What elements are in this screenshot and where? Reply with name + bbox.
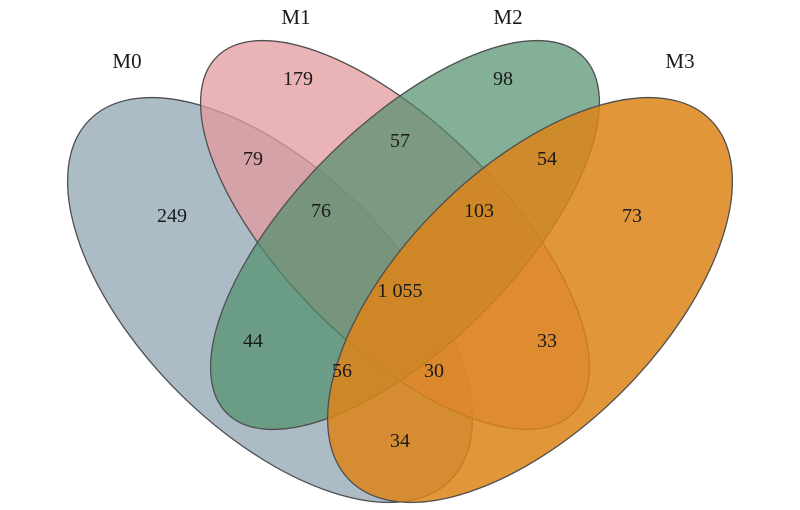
venn-region-values: 249 179 98 73 79 57 54 44 33 34 76 103 5… <box>157 68 642 452</box>
region-value-m1-m2-m3: 103 <box>464 200 494 222</box>
region-value-m1-m2: 57 <box>390 130 410 152</box>
region-value-m0-m1-m2: 76 <box>311 200 331 222</box>
region-value-m0-m1-m3: 30 <box>424 360 444 382</box>
region-value-m1-m3: 33 <box>537 330 557 352</box>
region-value-m0-m2-m3: 56 <box>332 360 352 382</box>
region-value-m0-m1-m2-m3: 1 055 <box>378 280 423 302</box>
region-value-m0-m3: 34 <box>390 430 410 452</box>
set-label-m3: M3 <box>665 49 694 73</box>
region-value-m0-m1: 79 <box>243 148 263 170</box>
venn-ellipse-m3 <box>326 96 734 504</box>
set-label-m0: M0 <box>112 49 141 73</box>
set-label-m1: M1 <box>281 5 310 29</box>
region-value-m2-m3: 54 <box>537 148 557 170</box>
region-value-m1: 179 <box>283 68 313 90</box>
region-value-m3: 73 <box>622 205 642 227</box>
set-label-m2: M2 <box>493 5 522 29</box>
region-value-m0-m2: 44 <box>243 330 263 352</box>
region-value-m2: 98 <box>493 68 513 90</box>
venn-set-labels: M0 M1 M2 M3 <box>112 5 694 73</box>
region-value-m0: 249 <box>157 205 187 227</box>
